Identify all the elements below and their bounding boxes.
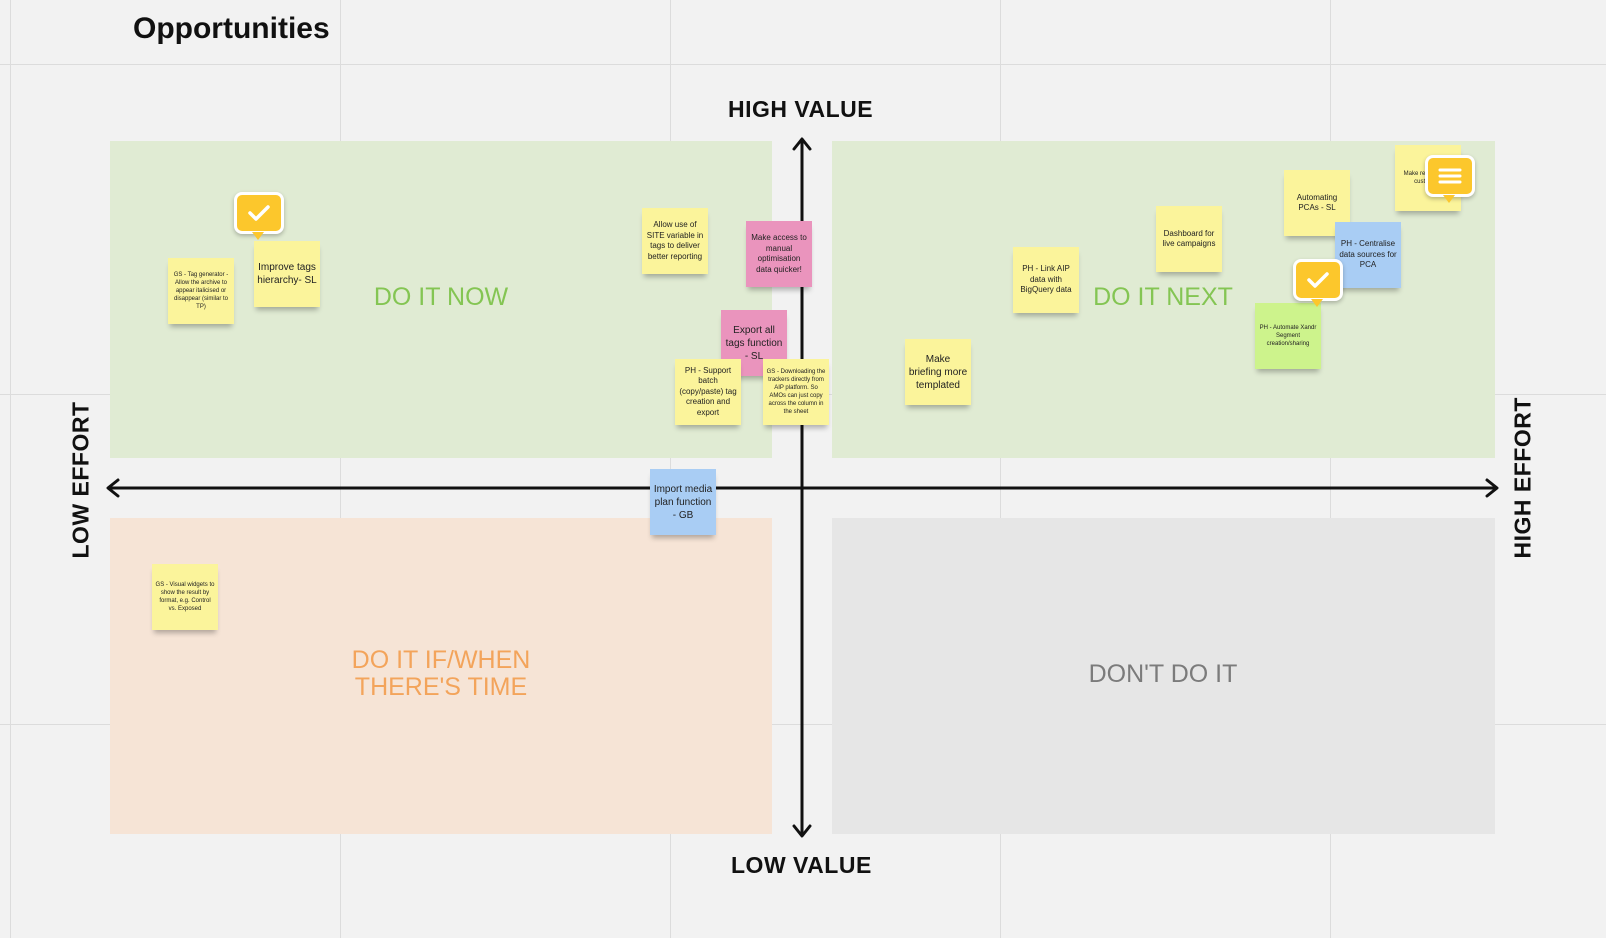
sticky-note[interactable]: Import media plan function - GB — [650, 469, 716, 535]
check-icon — [248, 205, 270, 221]
quadrant-do-it-if-time[interactable] — [110, 518, 772, 834]
sticky-note[interactable]: GS - Downloading the trackers directly f… — [763, 359, 829, 425]
sticky-text: Make access to manual optimisation data … — [751, 233, 807, 274]
sticky-note[interactable]: Improve tags hierarchy- SL — [254, 241, 320, 307]
sticky-text: Improve tags hierarchy- SL — [257, 262, 317, 286]
sticky-note[interactable]: GS - Visual widgets to show the result b… — [152, 564, 218, 630]
sticky-text: Allow use of SITE variable in tags to de… — [646, 220, 704, 261]
sticky-note[interactable]: PH - Link AIP data with BigQuery data — [1013, 247, 1079, 313]
quadrant-label-do-it-if-time: DO IT IF/WHEN THERE'S TIME — [321, 647, 561, 701]
sticky-text: PH - Link AIP data with BigQuery data — [1020, 264, 1072, 295]
sticky-text: Automating PCAs - SL — [1296, 192, 1338, 213]
quadrant-do-it-next[interactable] — [832, 141, 1495, 458]
sticky-text: GS - Tag generator - Allow the archive t… — [173, 272, 229, 310]
sticky-note[interactable]: Make access to manual optimisation data … — [746, 221, 812, 287]
quadrant-dont-do-it[interactable] — [832, 518, 1495, 834]
axis-label-low-effort: LOW EFFORT — [67, 401, 94, 559]
quadrant-label-do-it-next: DO IT NEXT — [1093, 283, 1233, 311]
sticky-note[interactable]: GS - Tag generator - Allow the archive t… — [168, 258, 234, 324]
sticky-text: Make briefing more templated — [908, 353, 968, 391]
sticky-text: Dashboard for live campaigns — [1162, 228, 1216, 249]
sticky-note[interactable]: Dashboard for live campaigns — [1156, 206, 1222, 272]
board-title: Opportunities — [133, 12, 330, 45]
sticky-note[interactable]: Allow use of SITE variable in tags to de… — [642, 208, 708, 274]
comment-icon — [1438, 168, 1462, 184]
sticky-text: GS - Downloading the trackers directly f… — [766, 369, 826, 415]
axis-label-high-effort: HIGH EFFORT — [1509, 397, 1536, 559]
sticky-note[interactable]: PH - Centralise data sources for PCA — [1335, 222, 1401, 288]
sticky-text: GS - Visual widgets to show the result b… — [155, 582, 215, 612]
quadrant-label-dont-do-it: DON'T DO IT — [1088, 660, 1238, 688]
axis-label-high-value: HIGH VALUE — [728, 96, 874, 122]
check-icon — [1307, 272, 1329, 288]
axis-label-low-value: LOW VALUE — [731, 852, 872, 878]
sticky-text: PH - Support batch (copy/paste) tag crea… — [679, 365, 737, 417]
sticky-text: Import media plan function - GB — [653, 483, 713, 521]
sticky-text: PH - Automate Xandr Segment creation/sha… — [1259, 325, 1317, 347]
sticky-text: Export all tags function - SL — [725, 324, 783, 362]
quadrant-label-line: DO IT IF/WHEN — [351, 646, 531, 674]
sticky-note[interactable]: PH - Automate Xandr Segment creation/sha… — [1255, 303, 1321, 369]
check-badge[interactable] — [234, 192, 284, 240]
sticky-note[interactable]: Make briefing more templated — [905, 339, 971, 405]
sticky-note[interactable]: PH - Support batch (copy/paste) tag crea… — [675, 359, 741, 425]
check-badge[interactable] — [1293, 259, 1343, 307]
sticky-text: PH - Centralise data sources for PCA — [1339, 239, 1397, 270]
comment-badge[interactable] — [1425, 155, 1475, 203]
quadrant-label-do-it-now: DO IT NOW — [373, 283, 509, 311]
quadrant-label-line: THERE'S TIME — [354, 673, 528, 701]
